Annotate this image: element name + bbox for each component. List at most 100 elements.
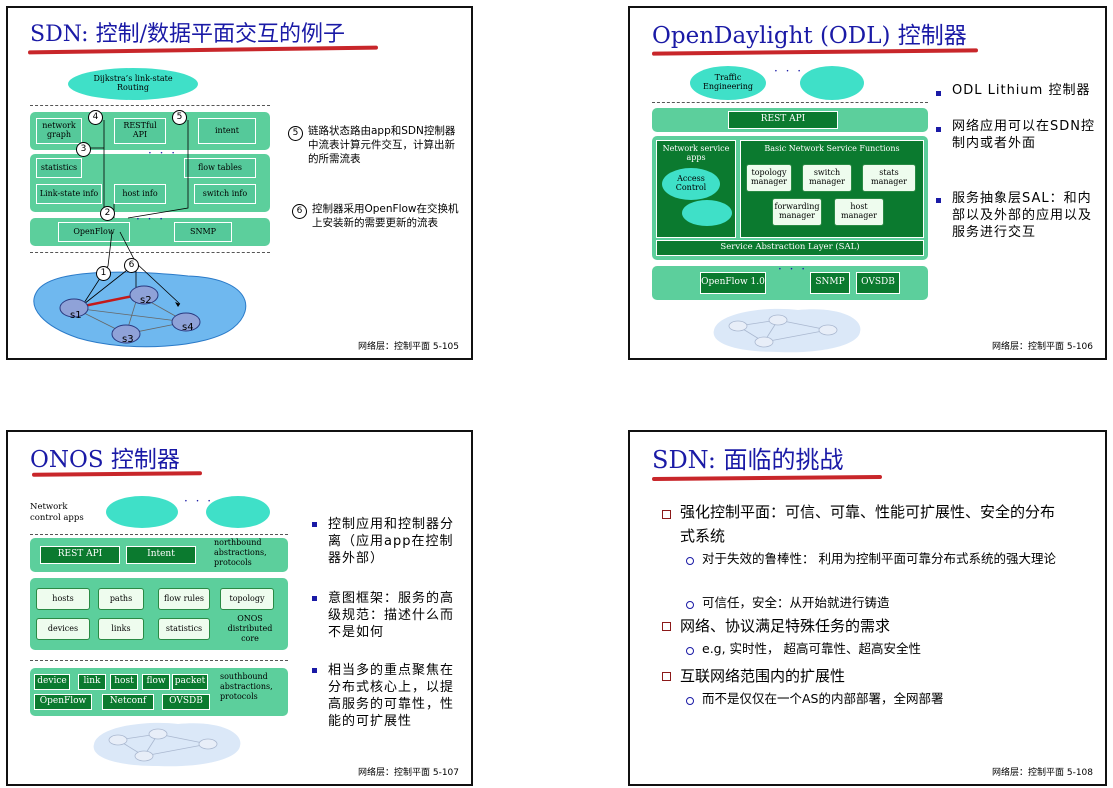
step-6: 6	[124, 258, 139, 273]
ellipsis: · · ·	[184, 494, 214, 508]
bullet-1: 控制应用和控制器分离（应用app在控制器外部）	[328, 517, 455, 566]
openflow-box: OpenFlow	[58, 222, 130, 242]
step-2: 2	[100, 206, 115, 221]
host-info-box: host info	[114, 184, 166, 204]
northbound-divider	[652, 102, 928, 103]
switch-s4: s4	[171, 312, 201, 333]
flow-rules-box: flow rules	[158, 588, 210, 610]
challenge-2-1: e.g, 实时性， 超高可靠性、超高安全性	[702, 641, 922, 656]
step-1: 1	[96, 266, 111, 281]
switch-s2: s2	[129, 285, 159, 306]
basic-functions-label: Basic Network Service Functions	[764, 144, 900, 153]
network-cloud	[713, 308, 861, 353]
slide-footer: 网络层：控制平面 5-106	[991, 342, 1093, 352]
traffic-engineering-app: Traffic Engineering	[690, 66, 766, 100]
bullet-1: ODL Lithium 控制器	[952, 83, 1091, 98]
ovsdb-box: OVSDB	[856, 272, 900, 294]
app-oval	[106, 496, 178, 528]
packet-box: packet	[172, 674, 208, 690]
bullet-2: 意图框架：服务的高级规范：描述什么而不是如何	[328, 591, 455, 640]
stats-manager-box: stats manager	[862, 164, 916, 192]
snmp-box: SNMP	[810, 272, 850, 294]
network-graph-box: network graph	[36, 118, 82, 144]
challenge-3-1: 而不是仅仅在一个AS的内部部署，全网部署	[702, 691, 944, 706]
note-6: 控制器采用OpenFlow在交换机上安装新的需要更新的流表	[312, 203, 459, 229]
svg-text:s1: s1	[70, 310, 82, 321]
onos-core-label: ONOS distributed core	[227, 614, 273, 643]
network-service-apps-label: Network service apps	[662, 144, 730, 162]
restful-api-box: RESTful API	[114, 118, 166, 144]
network-control-apps-label: Network control apps	[30, 502, 84, 523]
traffic-engineering-label: Traffic Engineering	[703, 73, 753, 91]
step-5: 5	[172, 110, 187, 125]
bullet-circle	[686, 647, 694, 655]
bullet-3: 相当多的重点聚焦在分布式核心上，以提高服务的可靠性，性能的可扩展性	[328, 663, 455, 729]
step-3: 3	[76, 142, 91, 157]
rest-api-box: REST API	[40, 546, 120, 564]
bullet-marker	[936, 91, 941, 96]
slide-title: SDN: 面临的挑战	[652, 446, 844, 474]
topology-manager-box: topology manager	[746, 164, 792, 192]
northbound-label: northbound abstractions, protocols	[214, 538, 267, 567]
app-oval	[206, 496, 270, 528]
note-6-marker: 6	[292, 204, 307, 219]
device-box: device	[34, 674, 70, 690]
southbound-label: southbound abstractions, protocols	[220, 672, 273, 701]
network-cloud	[93, 722, 241, 767]
bullet-marker	[312, 522, 317, 527]
switch-s1: s1	[59, 298, 89, 321]
links-box: links	[98, 618, 144, 640]
bullet-marker	[312, 596, 317, 601]
host-manager-box: host manager	[834, 198, 884, 226]
network-diagram: s1 s2 s3 s4	[33, 120, 247, 348]
northbound-divider	[30, 534, 288, 535]
note-5-marker: 5	[288, 126, 303, 141]
southbound-divider	[30, 252, 270, 253]
challenge-1-2: 可信任，安全：从开始就进行铸造	[702, 595, 890, 610]
intent-box: Intent	[126, 546, 196, 564]
northbound-divider	[30, 105, 270, 106]
link-s1-s4	[73, 307, 187, 323]
bullet-square	[662, 510, 671, 519]
hosts-box: hosts	[36, 588, 90, 610]
rest-api-box: REST API	[728, 111, 838, 129]
slide-5-106: OpenDaylight (ODL) 控制器 Traffic Engineeri…	[628, 6, 1107, 360]
host-box: host	[110, 674, 138, 690]
openflow-box: OpenFlow	[34, 694, 92, 710]
svg-text:s2: s2	[140, 295, 152, 306]
slide-5-108: SDN: 面临的挑战 强化控制平面：可信、可靠、性能可扩展性、安全的分布式系统 …	[628, 430, 1107, 786]
bullet-circle	[686, 697, 694, 705]
svg-text:s4: s4	[182, 322, 194, 333]
step-4: 4	[88, 110, 103, 125]
slide-footer: 网络层：控制平面 5-105	[357, 342, 459, 352]
dijkstra-label: Dijkstra’s link-state Routing	[93, 74, 173, 92]
bullet-circle	[686, 557, 694, 565]
switch-s3: s3	[111, 324, 141, 345]
slide-5-107: ONOS 控制器 Network control apps · · · REST…	[6, 430, 473, 786]
slide-footer: 网络层：控制平面 5-108	[991, 768, 1093, 778]
challenge-2: 网络、协议满足特殊任务的需求	[680, 617, 891, 635]
bullet-marker	[936, 198, 941, 203]
access-control-oval: Access Control	[662, 168, 720, 200]
bullet-square	[662, 622, 671, 631]
flow-box: flow	[142, 674, 170, 690]
ellipsis: · · ·	[148, 146, 178, 160]
ellipsis: · · ·	[778, 262, 808, 276]
challenge-1: 强化控制平面：可信、可靠、性能可扩展性、安全的分布式系统	[680, 503, 1056, 545]
switch-info-box: switch info	[194, 184, 256, 204]
link-state-info-box: Link-state info	[36, 184, 102, 204]
challenge-3: 互联网络范围内的扩展性	[680, 667, 846, 685]
openflow-box: OpenFlow 1.0	[700, 272, 766, 294]
svg-text:s3: s3	[122, 334, 134, 345]
title-underline	[651, 474, 883, 482]
switch-manager-box: switch manager	[802, 164, 852, 192]
access-control-label: Access Control	[675, 174, 707, 192]
southbound-divider	[30, 660, 288, 661]
bullet-circle	[686, 601, 694, 609]
ellipsis: · · ·	[774, 64, 804, 78]
dijkstra-routing-app: Dijkstra’s link-state Routing	[68, 68, 198, 100]
forwarding-manager-box: forwarding manager	[772, 198, 822, 226]
slide-5-105: SDN: 控制/数据平面交互的例子 Dijkstra’s link-state …	[6, 6, 473, 360]
slide-title: OpenDaylight (ODL) 控制器	[652, 23, 967, 49]
bullet-square	[662, 672, 671, 681]
